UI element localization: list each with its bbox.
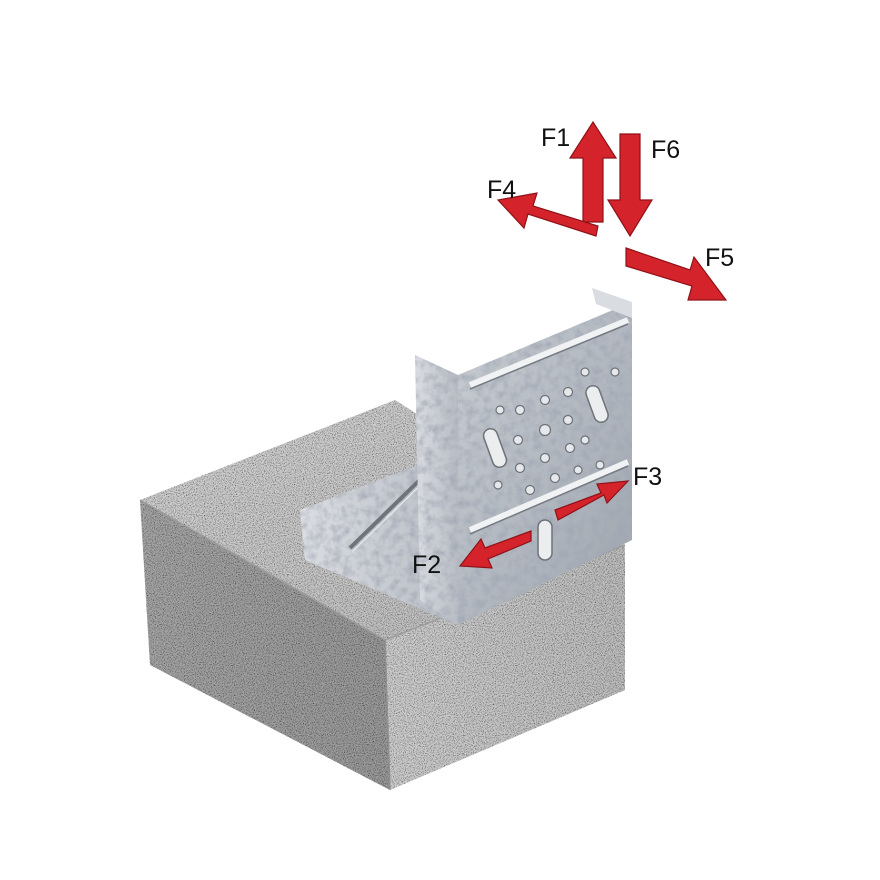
force-labels: F1 F6 F4 F5 F3 F2 [412,124,734,579]
force-arrow-f1 [568,120,618,223]
bracket-slot-right [585,384,609,424]
force-arrow-f5 [625,247,728,301]
label-f3: F3 [633,463,662,491]
force-arrow-f3 [554,480,630,521]
force-arrow-f4 [496,192,599,237]
label-f2: F2 [412,551,441,579]
bracket-slot-bottom [537,519,553,561]
label-f5: F5 [705,244,734,272]
force-arrow-f6 [606,133,654,238]
force-arrows [458,120,728,569]
bracket-slot-left [482,428,508,468]
label-f4: F4 [487,176,516,204]
bracket-side-leg [415,355,458,625]
concrete-left-face [140,500,390,790]
bracket-return-flange [592,288,632,318]
force-arrow-f2 [458,530,532,569]
label-f1: F1 [541,124,570,152]
label-f6: F6 [651,136,680,164]
bracket-holes [493,367,620,496]
concrete-right-face [385,545,625,790]
